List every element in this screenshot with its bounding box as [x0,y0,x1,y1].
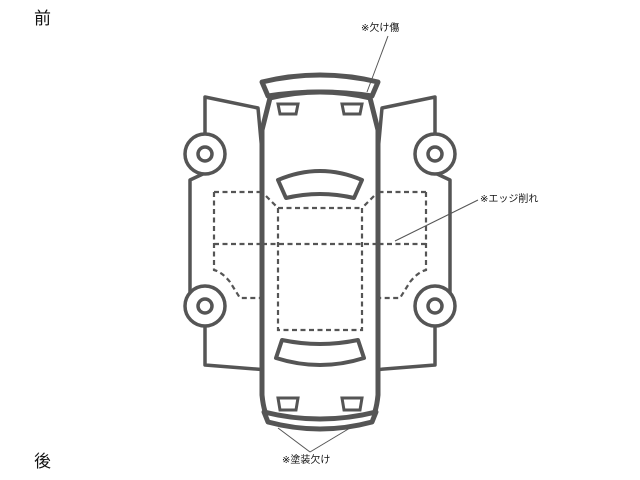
annotation-edge-wear: ※エッジ削れ [480,194,539,205]
taillight-right [340,396,364,412]
front-label: 前 [34,9,51,29]
leader-edge-wear [394,199,479,242]
rear-bumper [261,409,379,432]
wheel-rear-right [413,284,457,328]
annotation-paint-chip: ※塗装欠け [282,455,331,466]
wheel-front-right [413,132,457,176]
leader-chip-scratch [366,35,389,93]
leader-paint-right [309,424,356,453]
front-windshield [276,169,364,200]
wheel-rear-left [183,284,227,328]
headlight-left [276,102,300,116]
headlight-right [340,102,364,116]
wheel-front-left [183,132,227,176]
rear-label: 後 [34,452,51,472]
taillight-left [276,396,300,412]
leader-paint-left [277,427,311,453]
rear-windshield [274,338,366,367]
car-body [259,89,381,429]
panel-seam-lines [212,190,428,332]
annotation-chip-scratch: ※欠け傷 [361,23,400,34]
